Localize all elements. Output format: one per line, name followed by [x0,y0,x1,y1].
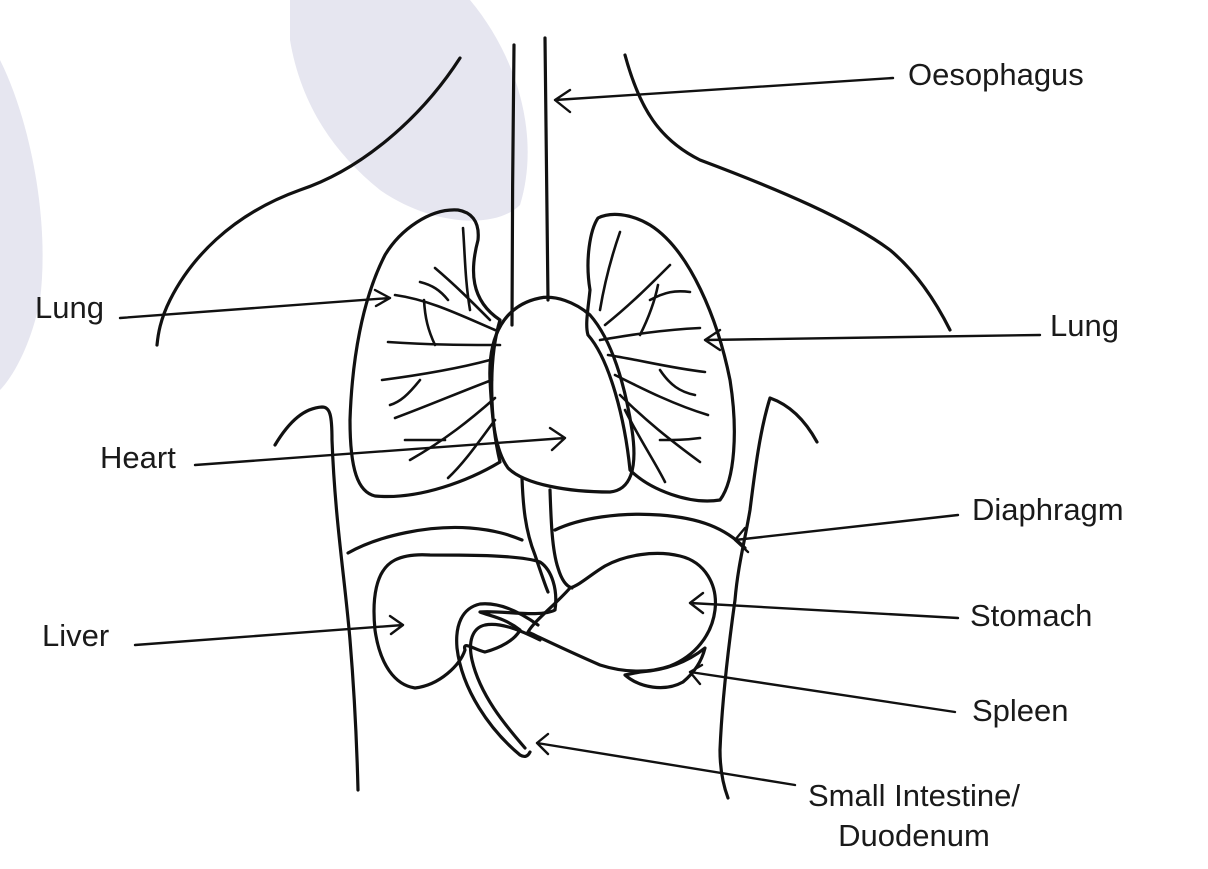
heart [488,295,636,494]
diaphragm-arrow [733,513,960,554]
left-lung-bronchi [380,226,502,480]
heart-arrow [193,426,567,467]
spleen-arrow [688,663,957,714]
right-shoulder-outline [623,53,952,332]
label-oesophagus: Oesophagus [908,57,1084,92]
right-lung [585,212,736,503]
oesophagus-arrow [553,76,895,114]
oesophagus-outline-left [510,43,516,327]
stomach [526,551,718,673]
label-lung-right: Lung [1050,308,1119,343]
liver-arrow [133,614,405,647]
small-intestine-arrow [535,732,797,787]
label-liver: Liver [42,618,110,653]
oesophagus-lower-left [520,476,550,594]
left-torso-outline [273,405,360,792]
oesophagus-lower-right [548,488,574,590]
spleen [623,646,707,690]
stomach-arrow [688,591,960,620]
label-small-intestine: Small Intestine/ Duodenum [808,776,1020,857]
lung-left-arrow [118,288,392,320]
label-diaphragm: Diaphragm [972,492,1124,527]
liver [372,553,558,690]
label-heart: Heart [100,440,176,475]
duodenum-outer [455,602,540,759]
diaphragm-right [553,512,747,550]
label-stomach: Stomach [970,598,1093,633]
label-lung-left: Lung [35,290,104,325]
left-shoulder-outline [155,56,462,347]
lung-right-arrow [703,328,1042,352]
diaphragm-left [346,525,524,555]
pointer-arrows [118,76,1042,787]
label-small-intestine-line1: Small Intestine/ [808,778,1020,813]
label-small-intestine-line2: Duodenum [838,818,990,854]
right-lung-bronchi [598,230,710,484]
right-torso-outline [718,396,819,800]
oesophagus-outline-right [543,36,550,302]
left-lung [348,208,502,499]
background-blob-left [0,60,43,390]
duodenum-inner [468,622,542,750]
label-spleen: Spleen [972,693,1069,728]
background-blob [290,0,528,221]
